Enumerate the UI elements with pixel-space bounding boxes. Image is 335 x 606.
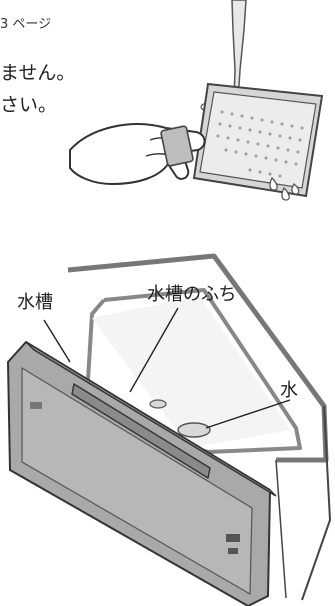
- water-in-tank: [177, 422, 211, 438]
- leader-tank: [43, 319, 71, 363]
- small-filter: [160, 125, 194, 167]
- leader-tank-rim: [129, 307, 179, 393]
- callout-tank-rim: 水槽のふち: [147, 284, 237, 305]
- page-reference: 3 ページ: [0, 17, 52, 32]
- drawer-handle: [71, 382, 211, 480]
- water-drop: [269, 176, 278, 191]
- callout-water: 水: [280, 380, 298, 401]
- callout-tank: 水槽: [17, 292, 53, 313]
- filter-mesh: [216, 110, 304, 178]
- leader-water: [205, 399, 291, 429]
- instruction-line-1: ません。: [0, 62, 76, 84]
- instruction-line-2: さい。: [0, 94, 58, 116]
